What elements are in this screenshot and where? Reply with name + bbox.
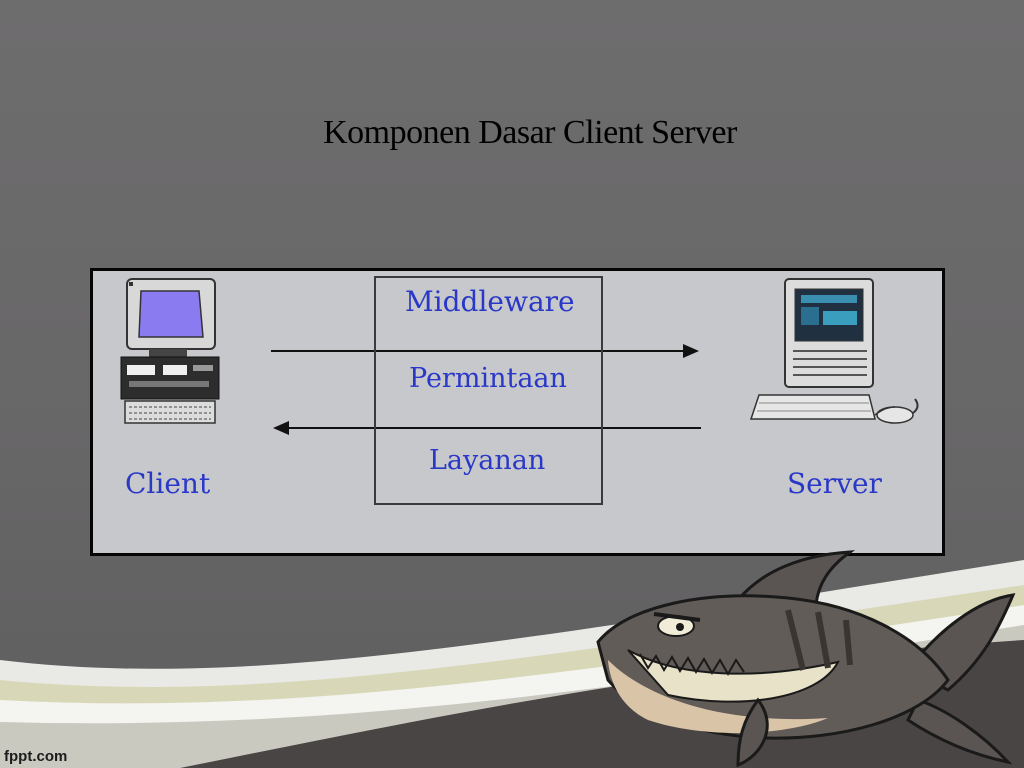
- request-arrowhead: [683, 344, 699, 358]
- response-arrowhead: [273, 421, 289, 435]
- server-computer-icon: [749, 278, 919, 424]
- diagram-arrows: [271, 344, 701, 435]
- footer-brand: fppt.com: [4, 748, 68, 765]
- slide-title: Komponen Dasar Client Server: [323, 114, 737, 151]
- client-server-diagram: Middleware Permintaan Layanan Client Ser…: [90, 268, 945, 556]
- request-label: Permintaan: [409, 363, 567, 394]
- response-label: Layanan: [429, 445, 546, 476]
- client-computer-icon: [120, 278, 220, 424]
- middleware-label: Middleware: [405, 285, 575, 318]
- shark-icon: [596, 550, 1016, 768]
- middleware-box: [374, 276, 603, 505]
- client-label: Client: [125, 467, 211, 500]
- server-label: Server: [787, 467, 882, 500]
